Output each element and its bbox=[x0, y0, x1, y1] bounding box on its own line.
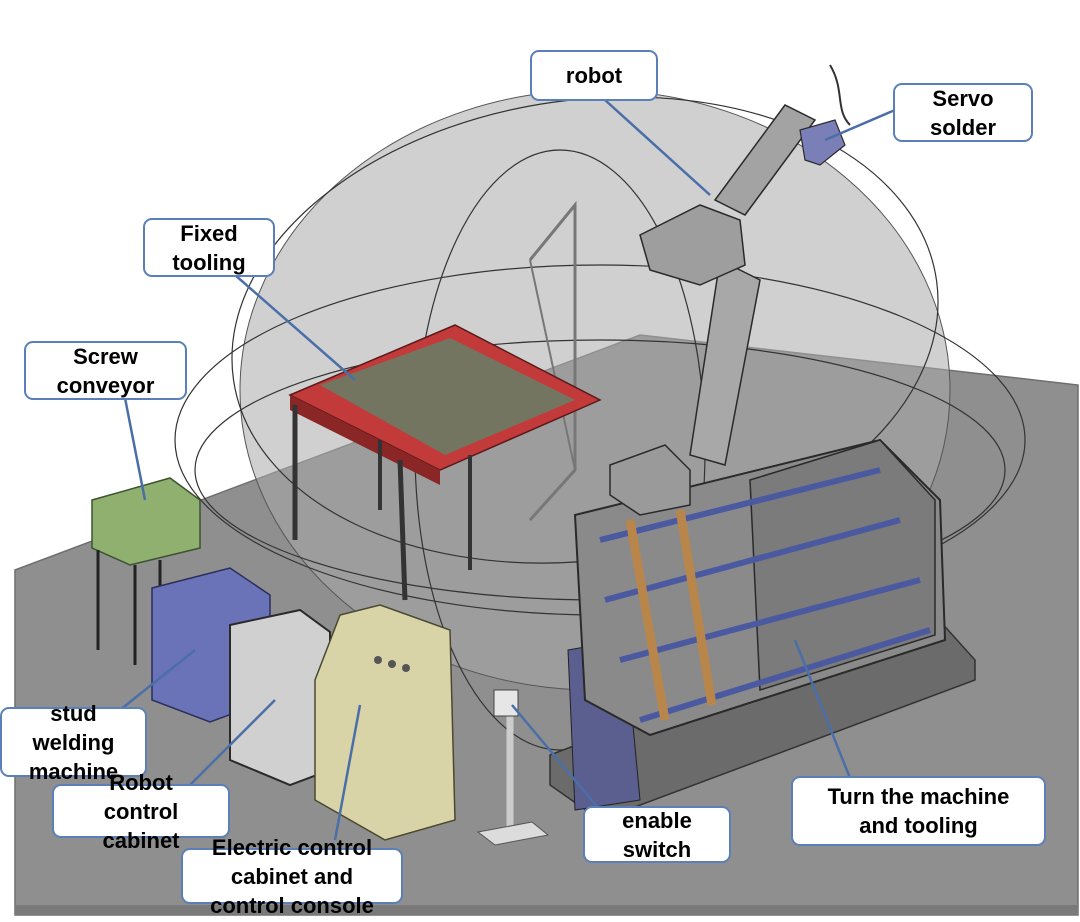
callout-turn-machine: Turn the machine and tooling bbox=[791, 776, 1046, 846]
callout-robot: robot bbox=[530, 50, 658, 101]
rail-4 bbox=[639, 627, 931, 723]
enable-switch-base bbox=[476, 821, 550, 846]
callout-enable-switch: enable switch bbox=[583, 806, 731, 863]
console-button-3 bbox=[402, 664, 410, 672]
leader-turn-machine bbox=[793, 639, 852, 779]
rail-3 bbox=[619, 577, 921, 663]
electric-control-console-body bbox=[314, 604, 456, 841]
servo-solder-gun bbox=[799, 119, 846, 166]
robot-base bbox=[609, 444, 691, 516]
callout-electric-control-cabinet: Electric control cabinet and control con… bbox=[181, 835, 403, 918]
fence-frame bbox=[528, 200, 577, 522]
leader-robot bbox=[604, 99, 711, 196]
leader-fixed-tooling bbox=[234, 274, 356, 381]
callout-robot-control-cabinet: Robot control cabinet bbox=[52, 770, 230, 853]
clamp-bar-1 bbox=[625, 519, 670, 721]
fence-brace bbox=[529, 259, 576, 471]
turn-machine-right-plate bbox=[749, 439, 936, 692]
robot-shoulder bbox=[639, 204, 746, 286]
callout-stud-welding-machine: stud welding machine bbox=[0, 701, 147, 784]
leader-lines bbox=[119, 99, 896, 841]
floor-front-edge bbox=[15, 905, 1078, 915]
fixed-tooling-plate bbox=[320, 338, 575, 455]
tooling-leg-2 bbox=[397, 459, 408, 601]
console-button-1 bbox=[374, 656, 382, 664]
robot-upper-arm bbox=[713, 104, 817, 216]
rail-1 bbox=[599, 467, 881, 543]
enable-switch-box bbox=[493, 689, 519, 717]
rail-2 bbox=[604, 517, 901, 603]
robot-lower-arm bbox=[689, 258, 761, 466]
leader-electric-cabinet bbox=[333, 704, 362, 841]
callout-servo-solder: Servo solder bbox=[893, 83, 1033, 142]
leader-screw-conveyor bbox=[123, 397, 147, 501]
servo-cable bbox=[829, 64, 851, 126]
leader-servo-solder bbox=[824, 108, 896, 142]
leader-robot-cabinet bbox=[189, 699, 276, 786]
callout-fixed-tooling: Fixed tooling bbox=[143, 218, 275, 277]
leader-enable-switch bbox=[511, 704, 601, 811]
leader-stud-welding bbox=[119, 649, 196, 711]
callout-screw-conveyor: Screw conveyor bbox=[24, 341, 187, 400]
console-button-2 bbox=[388, 660, 396, 668]
screw-conveyor-body bbox=[91, 477, 201, 566]
clamp-bar-2 bbox=[675, 509, 717, 706]
